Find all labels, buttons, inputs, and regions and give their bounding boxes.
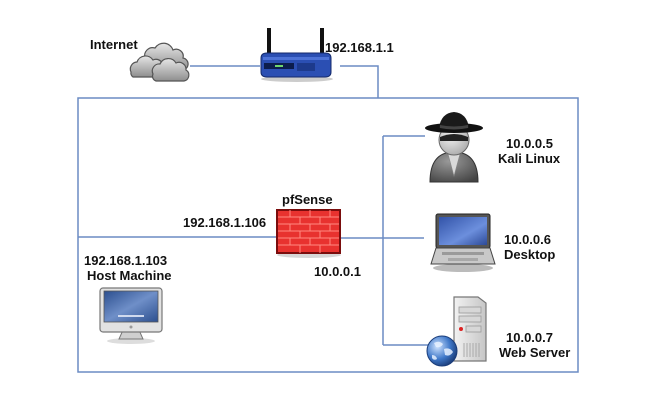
kali-ip-label: 10.0.0.5 xyxy=(506,136,553,151)
wireless-router-icon xyxy=(260,28,333,82)
spy-user-icon xyxy=(425,112,483,183)
desktop-name-label: Desktop xyxy=(504,247,556,262)
internet-label: Internet xyxy=(90,37,138,52)
desktop-ip-label: 10.0.0.6 xyxy=(504,232,551,247)
web-server-icon xyxy=(426,296,487,367)
laptop-icon xyxy=(430,213,496,272)
firewall-icon xyxy=(276,209,341,258)
lan-boundary-box xyxy=(77,97,579,373)
webserver-ip-label: 10.0.0.7 xyxy=(506,330,553,345)
cloud-icon xyxy=(129,42,190,82)
firewall-label: pfSense xyxy=(282,192,333,207)
edge-router-lan xyxy=(340,65,379,98)
desktop-monitor-icon xyxy=(99,287,163,344)
host-ip-label: 192.168.1.103 xyxy=(84,253,168,268)
kali-name-label: Kali Linux xyxy=(498,151,561,166)
router-ip-label: 192.168.1.1 xyxy=(325,40,394,55)
host-name-label: Host Machine xyxy=(87,268,172,283)
firewall-lan-ip: 10.0.0.1 xyxy=(314,264,361,279)
firewall-wan-ip: 192.168.1.106 xyxy=(183,215,267,230)
webserver-name-label: Web Server xyxy=(499,345,571,360)
